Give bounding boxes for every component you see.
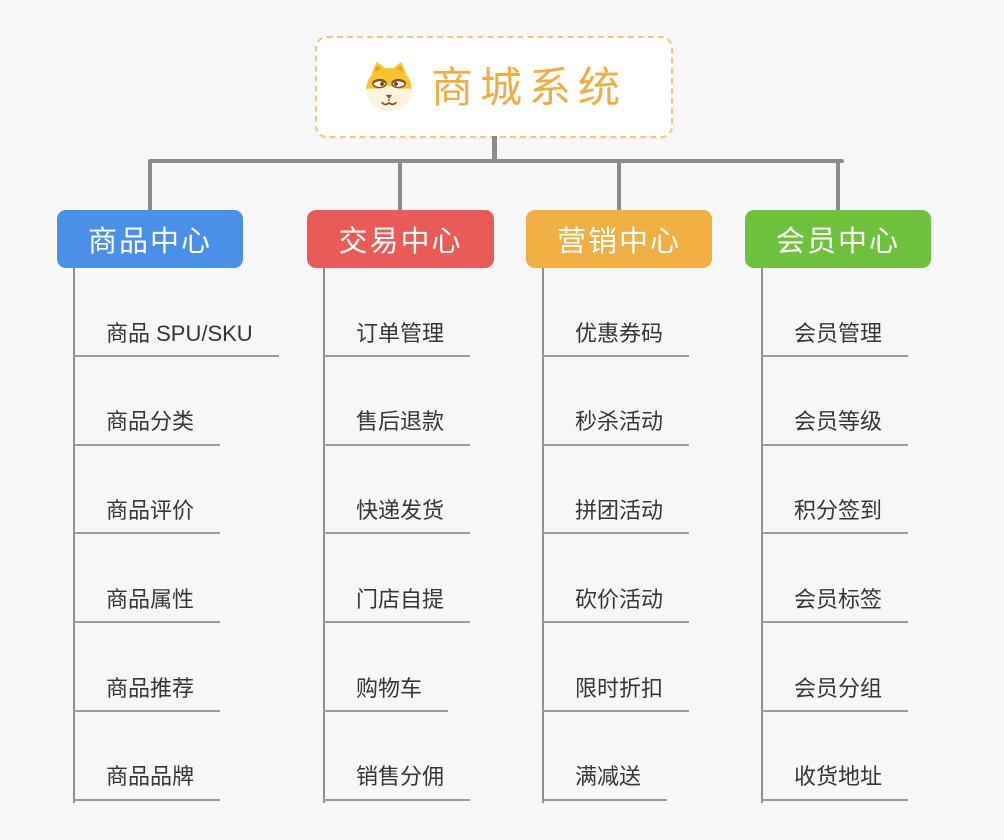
branch-member-center: 会员中心 会员管理 会员等级 积分签到 会员标签 会员分组 收货地址 [745,210,931,803]
branch-items: 商品 SPU/SKU 商品分类 商品评价 商品属性 商品推荐 商品品牌 [73,268,279,801]
branch-header-product-center[interactable]: 商品中心 [57,210,243,268]
node-shipping-address[interactable]: 收货地址 [761,764,909,801]
item-row: 商品 SPU/SKU [73,268,279,357]
node-bargain-activity[interactable]: 砍价活动 [542,587,690,624]
item-row: 商品分类 [73,357,279,446]
branch-items: 优惠券码 秒杀活动 拼团活动 砍价活动 限时折扣 满减送 [542,268,690,801]
item-row: 订单管理 [323,268,471,357]
node-product-spu-sku[interactable]: 商品 SPU/SKU [73,321,279,357]
item-row: 销售分佣 [323,712,471,801]
branch-spine [542,268,544,803]
item-row: 拼团活动 [542,446,690,535]
node-express-delivery[interactable]: 快递发货 [323,498,471,535]
branch-header-marketing-center[interactable]: 营销中心 [526,210,712,268]
node-store-pickup[interactable]: 门店自提 [323,587,471,624]
item-row: 商品评价 [73,446,279,535]
item-row: 快递发货 [323,446,471,535]
node-group-buy[interactable]: 拼团活动 [542,498,690,535]
item-row: 会员分组 [761,623,909,712]
node-limited-time-discount[interactable]: 限时折扣 [542,676,690,712]
item-row: 商品推荐 [73,623,279,712]
node-aftersale-refund[interactable]: 售后退款 [323,409,471,446]
connector-drop-1 [148,160,152,212]
connector-drop-4 [836,160,840,212]
item-row: 商品品牌 [73,712,279,801]
item-row: 秒杀活动 [542,357,690,446]
branch-product-center: 商品中心 商品 SPU/SKU 商品分类 商品评价 商品属性 商品推荐 商品品牌 [57,210,279,803]
item-row: 会员等级 [761,357,909,446]
node-flash-sale[interactable]: 秒杀活动 [542,409,690,446]
shiba-dog-icon [366,61,412,112]
connector-horizontal-bar [148,159,844,163]
item-row: 商品属性 [73,534,279,624]
branch-spine [73,268,75,803]
node-product-category[interactable]: 商品分类 [73,409,221,446]
node-member-level[interactable]: 会员等级 [761,409,909,446]
item-row: 门店自提 [323,534,471,624]
branch-header-member-center[interactable]: 会员中心 [745,210,931,268]
item-row: 限时折扣 [542,623,690,712]
item-row: 满减送 [542,712,689,801]
branch-spine [761,268,763,803]
item-row: 会员管理 [761,268,909,357]
root-node-mall-system[interactable]: 商城系统 [315,36,673,138]
branch-trade-center: 交易中心 订单管理 售后退款 快递发货 门店自提 购物车 销售分佣 [307,210,494,803]
branch-items: 会员管理 会员等级 积分签到 会员标签 会员分组 收货地址 [761,268,909,801]
connector-drop-3 [617,160,621,212]
node-member-group[interactable]: 会员分组 [761,676,909,712]
node-product-brand[interactable]: 商品品牌 [73,764,221,801]
node-product-recommend[interactable]: 商品推荐 [73,676,221,712]
item-row: 购物车 [323,623,470,712]
item-row: 会员标签 [761,534,909,624]
node-sales-commission[interactable]: 销售分佣 [323,764,471,801]
item-row: 砍价活动 [542,534,690,624]
connector-drop-2 [398,160,402,212]
root-title: 商城系统 [430,64,627,111]
node-product-attribute[interactable]: 商品属性 [73,587,221,624]
node-member-management[interactable]: 会员管理 [761,321,909,357]
node-coupon-code[interactable]: 优惠券码 [542,321,690,357]
connector-root-stub [492,136,497,162]
node-product-review[interactable]: 商品评价 [73,498,221,535]
node-full-reduction[interactable]: 满减送 [542,764,668,801]
branch-items: 订单管理 售后退款 快递发货 门店自提 购物车 销售分佣 [323,268,471,801]
branch-header-trade-center[interactable]: 交易中心 [307,210,494,268]
branch-spine [323,268,325,803]
item-row: 优惠券码 [542,268,690,357]
item-row: 积分签到 [761,446,909,535]
item-row: 收货地址 [761,712,909,801]
item-row: 售后退款 [323,357,471,446]
node-order-management[interactable]: 订单管理 [323,321,471,357]
branch-marketing-center: 营销中心 优惠券码 秒杀活动 拼团活动 砍价活动 限时折扣 满减送 [526,210,712,803]
node-shopping-cart[interactable]: 购物车 [323,676,449,712]
node-member-tag[interactable]: 会员标签 [761,587,909,624]
node-points-checkin[interactable]: 积分签到 [761,498,909,535]
